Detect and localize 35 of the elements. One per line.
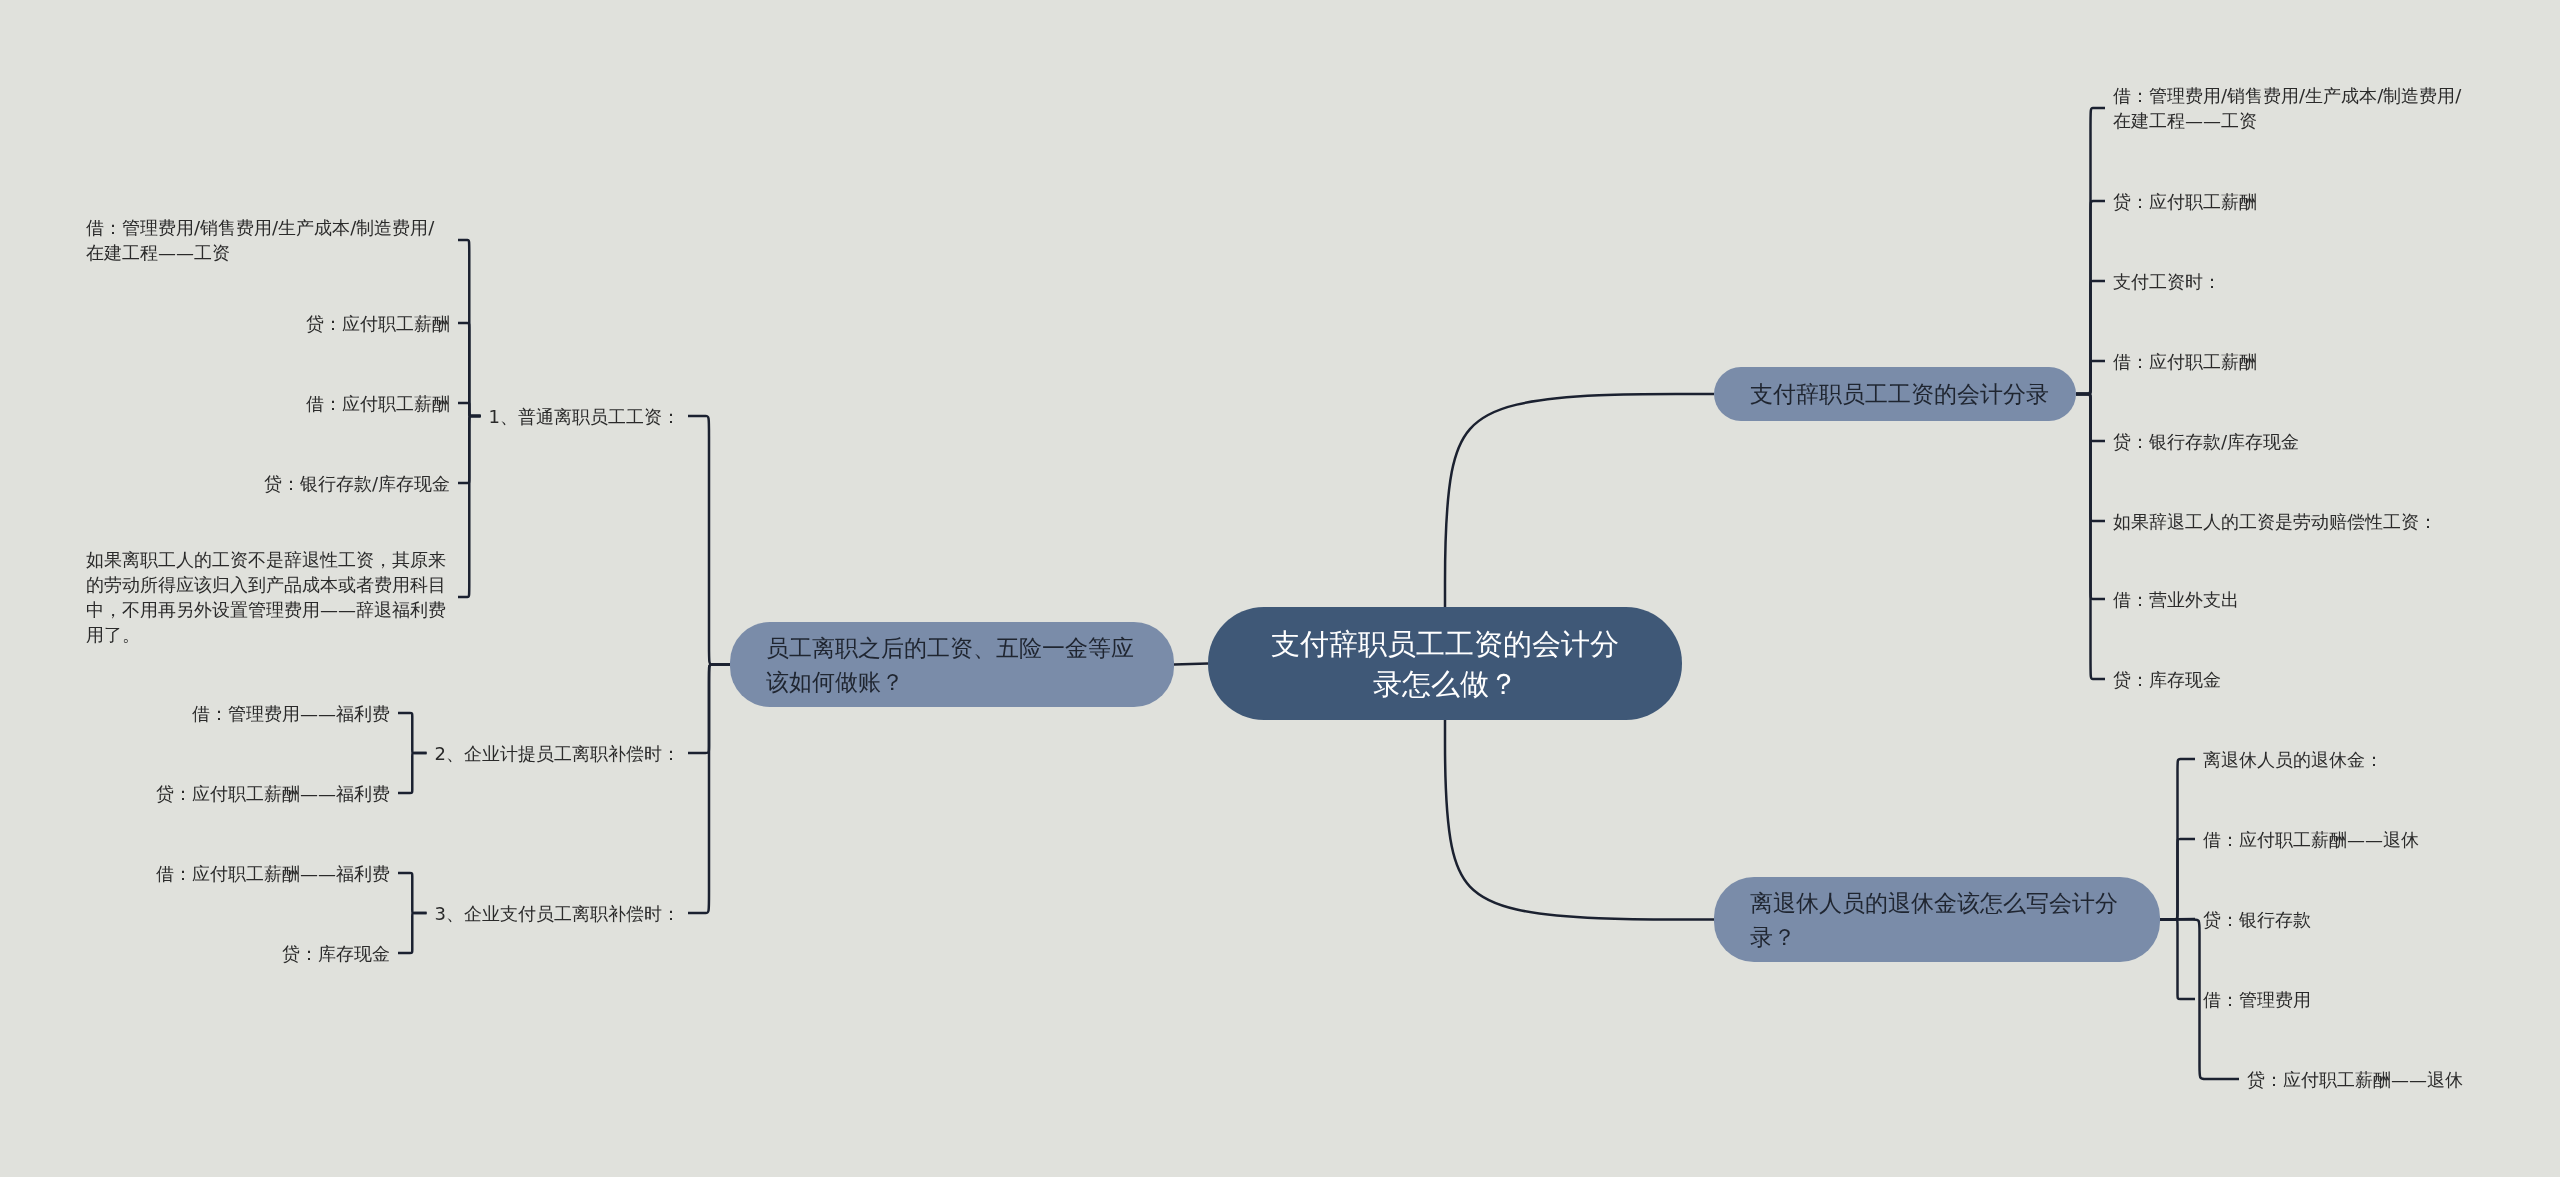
connector-line bbox=[1173, 662, 1209, 666]
topic-text: 贷：银行存款 bbox=[2195, 906, 2319, 932]
topic-text: 借：应付职工薪酬——福利费 bbox=[148, 860, 398, 886]
branch-topic-node: 离退休人员的退休金该怎么写会计分录？ bbox=[1714, 877, 2160, 962]
topic-text: 支付工资时： bbox=[2105, 268, 2229, 294]
topic-text: 借：应付职工薪酬 bbox=[298, 390, 458, 416]
connector-line bbox=[2160, 918, 2239, 1081]
topic-text: 贷：银行存款/库存现金 bbox=[255, 470, 458, 496]
topic-text: 如果离职工人的工资不是辞退性工资，其原来的劳动所得应该归入到产品成本或者费用科目中，不用再另外设置管理费用——辞退福利费用了。 bbox=[78, 547, 458, 647]
topic-text: 贷：应付职工薪酬——福利费 bbox=[148, 780, 398, 806]
topic-text: 借：管理费用 bbox=[2195, 986, 2319, 1012]
connector-line bbox=[1443, 720, 1714, 921]
topic-text: 贷：应付职工薪酬 bbox=[2105, 188, 2265, 214]
topic-text: 3、企业支付员工离职补偿时： bbox=[426, 900, 688, 926]
root-topic-node: 支付辞职员工工资的会计分录怎么做？ bbox=[1208, 607, 1682, 720]
topic-text: 2、企业计提员工离职补偿时： bbox=[426, 740, 688, 766]
topic-text: 离退休人员的退休金： bbox=[2195, 746, 2391, 772]
connector-line bbox=[398, 751, 427, 795]
topic-text: 如果辞退工人的工资是劳动赔偿性工资： bbox=[2105, 508, 2445, 534]
topic-text: 借：应付职工薪酬 bbox=[2105, 348, 2265, 374]
topic-text: 贷：应付职工薪酬——退休 bbox=[2239, 1066, 2471, 1092]
topic-text: 1、普通离职员工工资： bbox=[480, 403, 688, 429]
topic-text: 贷：库存现金 bbox=[2105, 666, 2229, 692]
topic-text: 借：管理费用——福利费 bbox=[184, 700, 398, 726]
connector-line bbox=[398, 911, 427, 955]
branch-topic-node: 支付辞职员工工资的会计分录 bbox=[1714, 367, 2076, 421]
topic-text: 借：管理费用/销售费用/生产成本/制造费用/在建工程——工资 bbox=[2105, 83, 2485, 133]
topic-text: 借：管理费用/销售费用/生产成本/制造费用/在建工程——工资 bbox=[78, 215, 458, 265]
branch-topic-node: 员工离职之后的工资、五险一金等应该如何做账？ bbox=[730, 622, 1174, 707]
topic-text: 贷：应付职工薪酬 bbox=[298, 310, 458, 336]
topic-text: 贷：库存现金 bbox=[274, 940, 398, 966]
topic-text: 借：营业外支出 bbox=[2105, 586, 2247, 612]
connector-line bbox=[1443, 392, 1714, 607]
topic-text: 借：应付职工薪酬——退休 bbox=[2195, 826, 2427, 852]
topic-text: 贷：银行存款/库存现金 bbox=[2105, 428, 2308, 454]
